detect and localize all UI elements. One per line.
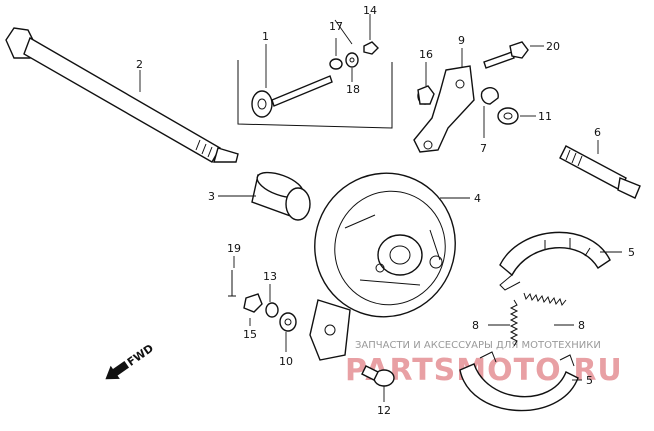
part-brake-cam bbox=[559, 145, 641, 199]
fwd-arrow-icon bbox=[105, 361, 130, 380]
callout-17: 17 bbox=[329, 20, 343, 33]
callout-16: 16 bbox=[419, 48, 433, 61]
callout-8-right: 8 bbox=[578, 319, 585, 332]
callout-8-left: 8 bbox=[472, 319, 479, 332]
callout-5-lower: 5 bbox=[586, 374, 593, 387]
callout-9: 9 bbox=[458, 34, 465, 47]
callout-4: 4 bbox=[474, 192, 481, 205]
callout-19: 19 bbox=[227, 242, 241, 255]
watermark-tagline: ЗАПЧАСТИ И АКСЕССУАРЫ ДЛЯ МОТОТЕХНИКИ bbox=[355, 340, 601, 351]
callout-14: 14 bbox=[363, 4, 377, 17]
callout-5-upper: 5 bbox=[628, 246, 635, 259]
callout-10: 10 bbox=[279, 355, 293, 368]
callout-15: 15 bbox=[243, 328, 257, 341]
part-brake-shoe-upper bbox=[499, 231, 611, 291]
callout-3: 3 bbox=[208, 190, 215, 203]
part-small-hardware bbox=[228, 270, 297, 332]
callout-18: 18 bbox=[346, 83, 360, 96]
callout-12: 12 bbox=[377, 404, 391, 417]
part-adjuster-bolt bbox=[237, 41, 393, 129]
callout-11: 11 bbox=[538, 110, 552, 123]
part-indicator-plate bbox=[480, 87, 519, 125]
part-brake-arm bbox=[413, 65, 475, 153]
part-bolt-12 bbox=[361, 365, 395, 387]
callout-6: 6 bbox=[594, 126, 601, 139]
leader-lines bbox=[139, 14, 622, 402]
part-springs bbox=[509, 292, 567, 347]
callout-7: 7 bbox=[480, 142, 487, 155]
fwd-indicator: FWD bbox=[105, 342, 156, 380]
part-nut-16 bbox=[417, 85, 435, 105]
part-axle bbox=[5, 27, 239, 163]
callout-13: 13 bbox=[263, 270, 277, 283]
part-bolt-20 bbox=[483, 41, 529, 69]
part-collar bbox=[251, 171, 311, 221]
callout-20: 20 bbox=[546, 40, 560, 53]
callout-1: 1 bbox=[262, 30, 269, 43]
callout-2: 2 bbox=[136, 58, 143, 71]
part-brake-panel bbox=[309, 172, 456, 361]
callouts: 1 2 3 4 5 5 6 7 8 8 9 10 11 12 13 14 15 … bbox=[136, 4, 635, 417]
fwd-label: FWD bbox=[125, 342, 156, 369]
part-brake-shoe-lower bbox=[459, 351, 579, 412]
